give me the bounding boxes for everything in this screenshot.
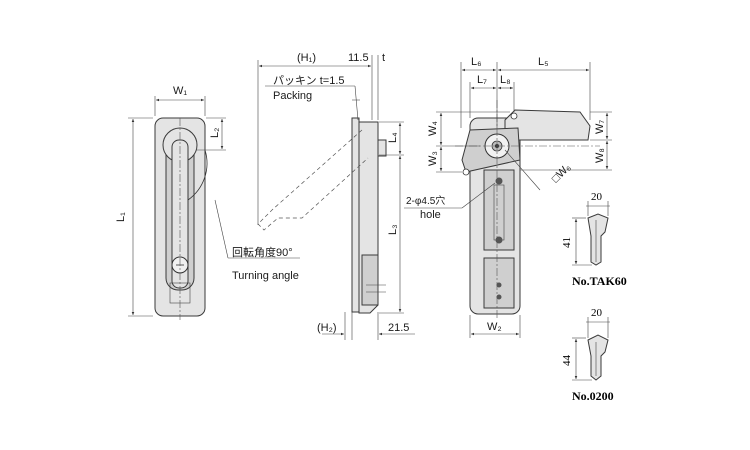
turning-angle-jp: 回転角度90° — [232, 245, 293, 259]
key-tak60-name: No.TAK60 — [572, 274, 627, 288]
dim-w6: □W₆ — [550, 161, 574, 185]
dim-h2: (H₂) — [317, 322, 337, 334]
side-view-dimensions: (H₁) 11.5 t パッキン t=1.5 Packing L₄ L₃ (H₂… — [257, 52, 415, 340]
dim-11-5: 11.5 — [348, 52, 369, 64]
dim-w8: W₈ — [594, 148, 606, 163]
dim-l3: L₃ — [387, 224, 399, 235]
hole-jp: 2-φ4.5穴 — [406, 194, 445, 207]
key-0200-name: No.0200 — [572, 389, 614, 403]
dim-w2: W₂ — [487, 321, 502, 333]
dim-l1: L₁ — [115, 212, 127, 222]
key-no-0200: 20 44 No.0200 — [561, 307, 614, 403]
dim-l2: L₂ — [209, 128, 221, 138]
hole-en: hole — [420, 209, 441, 221]
turning-angle-note: 回転角度90° Turning angle — [214, 199, 300, 282]
packing-en: Packing — [273, 90, 312, 102]
key-no-tak60: 20 41 No.TAK60 — [561, 191, 627, 288]
key-0200-width: 20 — [591, 307, 603, 319]
dim-l4: L₄ — [387, 132, 399, 143]
dim-w3: W₃ — [427, 151, 439, 166]
dim-w1: W₁ — [173, 85, 187, 97]
rear-view-dimensions: L₆ L₅ L₇ L₈ W₄ W₃ W₇ W₈ □W₆ W₂ 2-φ4.5穴 h… — [404, 56, 612, 338]
key-tak60-length: 41 — [561, 237, 573, 248]
dim-l5: L₅ — [538, 56, 549, 68]
dim-h1: (H₁) — [297, 52, 316, 64]
key-tak60-width: 20 — [591, 191, 603, 203]
front-view — [154, 117, 208, 320]
key-0200-length: 44 — [561, 355, 573, 367]
dim-w7: W₇ — [594, 120, 606, 134]
side-view — [257, 99, 387, 314]
front-view-dimensions: W₁ L₁ L₂ — [115, 85, 226, 317]
dim-t: t — [382, 52, 385, 64]
dim-l8: L₈ — [500, 74, 511, 86]
packing-jp: パッキン t=1.5 — [273, 74, 345, 87]
dim-l6: L₆ — [471, 56, 482, 68]
dim-21-5: 21.5 — [388, 322, 409, 334]
turning-angle-en: Turning angle — [232, 270, 299, 282]
dim-l7: L₇ — [477, 74, 487, 86]
dim-w4: W₄ — [427, 121, 439, 136]
rear-view — [455, 100, 600, 320]
